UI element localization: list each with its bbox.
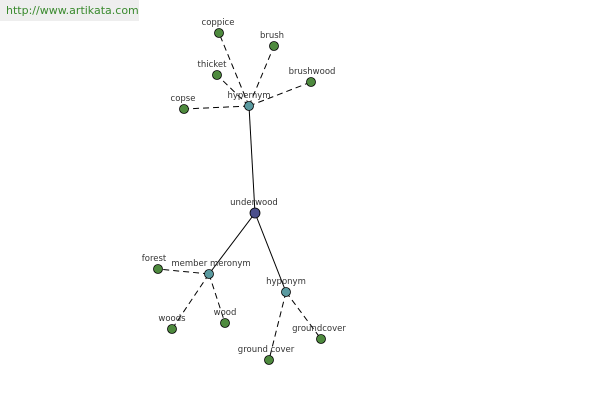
node-hyponym[interactable]: hyponym (266, 277, 306, 297)
node-brush-circle[interactable] (269, 41, 279, 51)
node-wood-label: wood (214, 308, 237, 318)
node-groundcover-label: groundcover (292, 324, 346, 334)
node-brushwood[interactable]: brushwood (289, 67, 336, 87)
node-wood[interactable]: wood (214, 308, 237, 328)
node-hypernym-label: hypernym (227, 91, 270, 101)
node-wood-circle[interactable] (220, 318, 230, 328)
edge-hypernym-to-brush (248, 45, 275, 107)
edge-hypernym-to-coppice (218, 32, 250, 107)
node-hyponym-label: hyponym (266, 277, 306, 287)
node-member-meronym[interactable]: member meronym (171, 259, 251, 279)
edges-layer (157, 32, 322, 361)
node-hypernym-circle[interactable] (244, 101, 254, 111)
edge-underwood-to-hyponym (254, 212, 287, 293)
node-underwood[interactable]: underwood (230, 198, 278, 219)
node-hypernym[interactable]: hypernym (227, 91, 271, 111)
nodes-layer: underwood hypernym member meronym hyponym co… (142, 18, 346, 365)
edge-hypernym-to-copse (183, 105, 250, 110)
node-copse-circle[interactable] (179, 104, 189, 114)
edge-hyponym-to-ground-cover (268, 291, 287, 361)
node-brush[interactable]: brush (260, 31, 284, 51)
node-underwood-label: underwood (230, 198, 278, 208)
edge-member-meronym-to-forest (157, 268, 210, 275)
node-brush-label: brush (260, 31, 284, 41)
node-member-meronym-label: member meronym (171, 259, 250, 269)
node-brushwood-label: brushwood (289, 67, 336, 77)
edge-underwood-to-hypernym (248, 105, 256, 214)
node-underwood-circle[interactable] (249, 207, 261, 219)
edge-underwood-to-member-meronym (208, 212, 256, 275)
node-forest[interactable]: forest (142, 254, 167, 274)
node-member-meronym-circle[interactable] (204, 269, 214, 279)
node-hyponym-circle[interactable] (281, 287, 291, 297)
node-woods-circle[interactable] (167, 324, 177, 334)
node-brushwood-circle[interactable] (306, 77, 316, 87)
watermark-link[interactable]: http://www.artikata.com (0, 0, 139, 21)
node-copse-label: copse (171, 94, 196, 104)
edge-hypernym-to-thicket (216, 74, 250, 107)
node-ground-cover-circle[interactable] (264, 355, 274, 365)
node-copse[interactable]: copse (171, 94, 196, 114)
node-forest-label: forest (142, 254, 167, 264)
node-coppice-circle[interactable] (214, 28, 224, 38)
node-groundcover[interactable]: groundcover (292, 324, 346, 344)
edge-hypernym-to-brushwood (248, 81, 312, 107)
edge-member-meronym-to-woods (171, 273, 210, 330)
node-coppice-label: coppice (202, 18, 235, 28)
node-woods[interactable]: woods (158, 314, 186, 334)
node-ground-cover-label: ground cover (238, 345, 295, 355)
node-thicket[interactable]: thicket (198, 60, 228, 80)
node-thicket-label: thicket (198, 60, 228, 70)
node-woods-label: woods (158, 314, 186, 324)
node-coppice[interactable]: coppice (202, 18, 235, 38)
node-thicket-circle[interactable] (212, 70, 222, 80)
node-forest-circle[interactable] (153, 264, 163, 274)
node-ground-cover[interactable]: ground cover (238, 345, 295, 365)
edge-member-meronym-to-wood (208, 273, 226, 324)
node-groundcover-circle[interactable] (316, 334, 326, 344)
